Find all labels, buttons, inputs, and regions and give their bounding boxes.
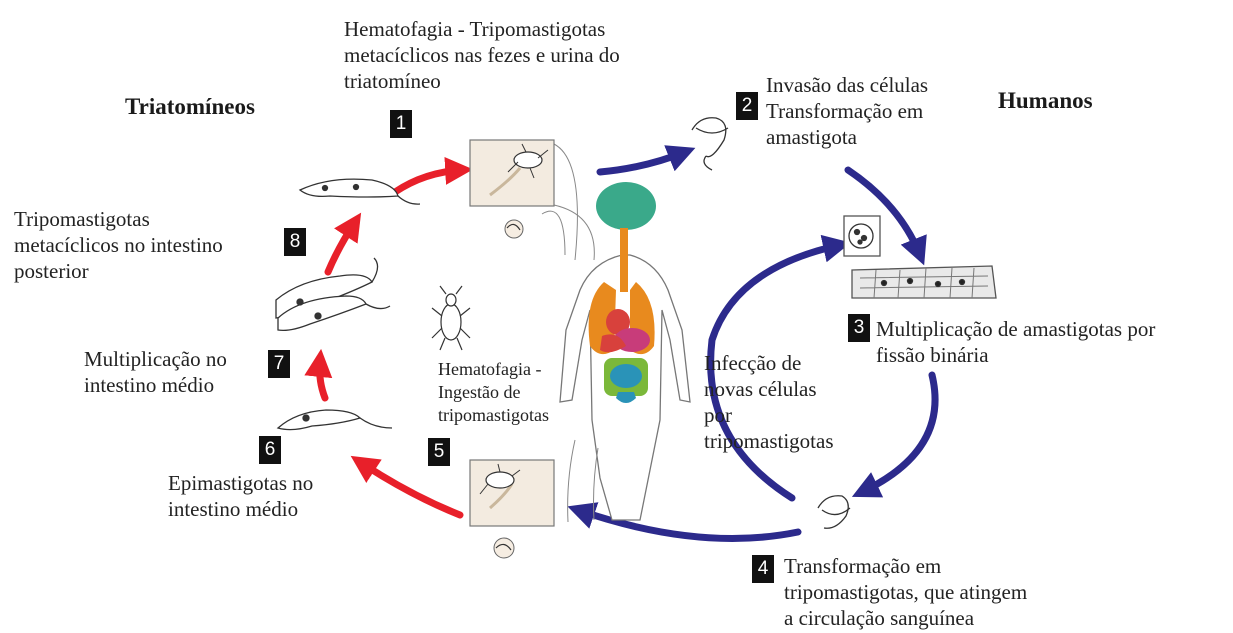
- arrow-6-to-7: [320, 360, 325, 398]
- step-7-label: Multiplicação no intestino médio: [84, 346, 227, 398]
- small-intestine: [610, 364, 642, 388]
- infected-cell: [844, 216, 880, 256]
- vector-group-title: Triatomíneos: [125, 94, 255, 120]
- bloodstream-trypomastigote: [818, 496, 850, 529]
- step-2-badge: 2: [736, 92, 758, 120]
- arrow-8-to-1: [395, 170, 462, 192]
- host-group-title: Humanos: [998, 88, 1093, 114]
- arrow-1-to-2: [600, 152, 685, 172]
- step-4-badge: 4: [752, 555, 774, 583]
- step-7-badge: 7: [268, 350, 290, 378]
- panel-feeding-bottom: [470, 460, 554, 558]
- step-2-label: Invasão das células Transformação em ama…: [766, 72, 928, 150]
- human-body-illustration: [560, 182, 690, 520]
- amastigote-nest-tissue: [852, 266, 996, 298]
- step-3-badge: 3: [848, 314, 870, 342]
- arrow-5-to-6: [360, 462, 460, 515]
- esophagus: [620, 228, 628, 292]
- step-4-label: Transformação em tripomastigotas, que at…: [784, 553, 1027, 631]
- step-3-label: Multiplicação de amastigotas por fissão …: [876, 316, 1155, 368]
- step-5-badge: 5: [428, 438, 450, 466]
- arrow-3-to-4: [862, 375, 935, 492]
- trypomastigote-host-entry: [692, 118, 728, 170]
- reinfection-note: Infecção de novas células por tripomasti…: [704, 350, 834, 454]
- arrow-7-to-8: [328, 222, 355, 272]
- step-1-badge: 1: [390, 110, 412, 138]
- panel-feeding-top: [470, 140, 554, 238]
- step-5-label: Hematofagia - Ingestão de tripomastigota…: [438, 358, 549, 427]
- triatomine-bug-illustration: [432, 286, 470, 350]
- brain: [596, 182, 656, 230]
- step-6-badge: 6: [259, 436, 281, 464]
- step-6-label: Epimastigotas no intestino médio: [168, 470, 313, 522]
- step-8-badge: 8: [284, 228, 306, 256]
- step-1-label: Hematofagia - Tripomastigotas metacíclic…: [344, 16, 620, 94]
- step-8-label: Tripomastigotas metacíclicos no intestin…: [14, 206, 223, 284]
- epimastigote: [278, 410, 392, 430]
